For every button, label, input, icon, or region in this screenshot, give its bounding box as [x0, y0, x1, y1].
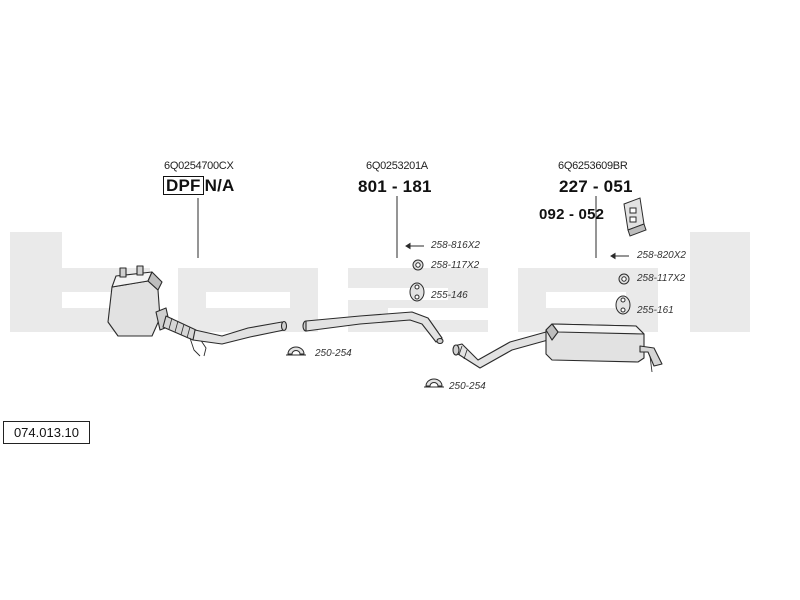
bolt-icon [405, 242, 424, 250]
rubber-hanger-icon [409, 282, 425, 302]
seal-ring-icon [412, 259, 424, 271]
mounting-bracket-icon [623, 197, 647, 237]
rear-silencer [452, 323, 663, 373]
part-number-bracket[interactable]: 092 - 052 [539, 206, 605, 223]
dpf-side [147, 271, 163, 291]
dpf-body [107, 280, 161, 337]
dpf-and-front-pipe [107, 265, 288, 357]
oe-number-rear: 6Q6253609BR [558, 160, 628, 172]
tailpipe [639, 345, 663, 367]
accessory-label-rear-seal[interactable]: 258-117X2 [637, 273, 686, 284]
accessory-label-middle-hanger[interactable]: 255-146 [431, 290, 468, 301]
part-number-front-value: N/A [204, 176, 235, 195]
oe-number-middle: 6Q0253201A [366, 160, 428, 172]
rear-inlet-pipe [453, 331, 549, 369]
accessory-label-rear-hanger[interactable]: 255-161 [637, 305, 674, 316]
accessory-label-middle-seal[interactable]: 258-117X2 [431, 260, 480, 271]
dpf-label: DPF [163, 176, 204, 195]
intermediate-pipe-body [305, 311, 443, 343]
watermark-letter-l [690, 232, 750, 332]
intermediate-pipe [302, 311, 444, 345]
clamp-icon [286, 346, 306, 356]
diagram-code: 074.013.10 [3, 421, 90, 444]
dpf-sensor-2 [136, 265, 144, 276]
rubber-hanger-icon [615, 295, 631, 315]
clamp-label-middle[interactable]: 250-254 [449, 381, 486, 392]
part-number-rear[interactable]: 227 - 051 [559, 177, 633, 196]
accessory-label-middle-bolt[interactable]: 258-816X2 [431, 240, 480, 251]
accessory-label-rear-bolt[interactable]: 258-820X2 [637, 250, 686, 261]
bolt-icon [610, 252, 629, 260]
clamp-icon [424, 378, 444, 388]
seal-ring-icon [618, 273, 630, 285]
clamp-label-front[interactable]: 250-254 [315, 348, 352, 359]
oe-number-front: 6Q0254700CX [164, 160, 234, 172]
dpf-sensor-1 [119, 267, 127, 278]
part-number-middle[interactable]: 801 - 181 [358, 177, 432, 196]
